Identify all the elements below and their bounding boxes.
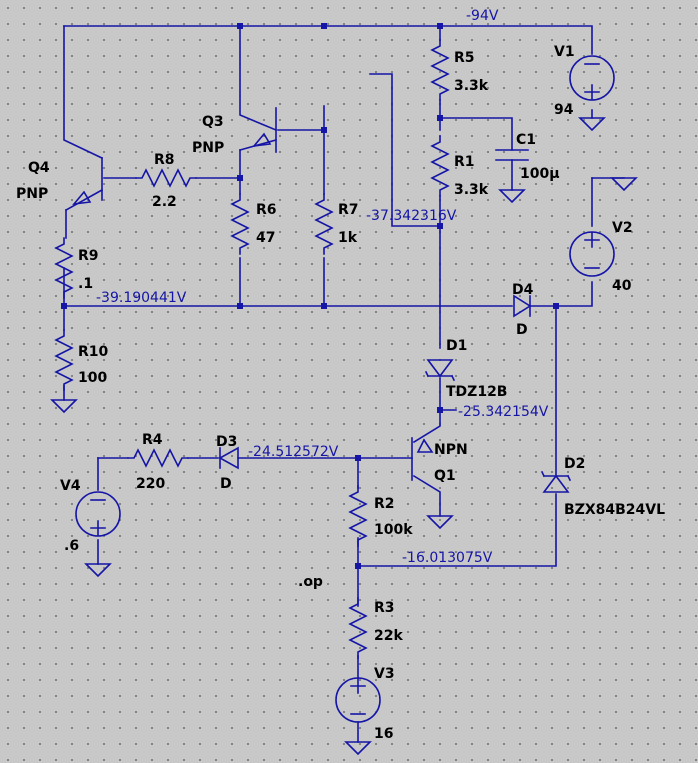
d4-model: D — [516, 322, 528, 338]
voltage-source-icon[interactable] — [569, 231, 615, 277]
r1-value: 3.3k — [454, 182, 489, 198]
pnp-transistor-icon[interactable] — [239, 107, 277, 153]
zener-diode-icon[interactable] — [424, 359, 456, 382]
d2-model: BZX84B24VL — [564, 502, 665, 518]
node-voltage-labels: -94V -39.190441V -37.342316V -25.342154V… — [96, 8, 549, 566]
resistor-icon[interactable] — [231, 193, 249, 255]
emitter-node-voltage: -39.190441V — [96, 290, 187, 306]
r7-value: 1k — [338, 230, 358, 246]
top-rail-voltage: -94V — [466, 8, 499, 24]
ground-icon — [85, 563, 111, 577]
resistor-icon[interactable] — [135, 169, 197, 187]
v3-ref: V3 — [374, 666, 395, 682]
ground-icon — [345, 741, 371, 755]
q4-model: PNP — [16, 186, 48, 202]
resistor-icon[interactable] — [55, 329, 73, 391]
r6-ref: R6 — [256, 202, 277, 218]
voltage-source-icon[interactable] — [75, 491, 121, 537]
capacitor-icon[interactable] — [495, 149, 529, 161]
ground-icon — [51, 399, 77, 413]
q3-model: PNP — [192, 140, 224, 156]
d1-ref: D1 — [446, 338, 467, 354]
d4-ref: D4 — [512, 282, 534, 298]
d3-ref: D3 — [216, 434, 237, 450]
r8-value: 2.2 — [152, 194, 177, 210]
v2-ref: V2 — [612, 220, 633, 236]
r3-ref: R3 — [374, 600, 395, 616]
diode-icon[interactable] — [218, 446, 239, 470]
resistor-icon[interactable] — [349, 597, 367, 659]
r2-ref: R2 — [374, 496, 395, 512]
q4-ref: Q4 — [28, 160, 50, 176]
resistor-icon[interactable] — [431, 39, 449, 101]
q3-ref: Q3 — [202, 114, 224, 130]
v4-value: .6 — [64, 538, 79, 554]
r1-bottom-voltage: -37.342316V — [366, 208, 457, 224]
ground-icon — [611, 177, 637, 191]
resistor-icon[interactable] — [127, 449, 189, 467]
pnp-transistor-icon[interactable] — [64, 157, 104, 239]
q1-ref: Q1 — [434, 468, 456, 484]
r2-bottom-voltage: -16.013075V — [402, 550, 493, 566]
q1-base-voltage: -24.512572V — [248, 444, 339, 460]
diode-icon[interactable] — [513, 294, 532, 318]
v4-ref: V4 — [60, 478, 81, 494]
c1-value: 100µ — [520, 166, 560, 182]
junction-dots — [61, 23, 559, 569]
d1-model: TDZ12B — [446, 384, 507, 400]
r9-value: .1 — [78, 276, 93, 292]
resistor-icon[interactable] — [349, 485, 367, 547]
r1-ref: R1 — [454, 154, 475, 170]
r7-ref: R7 — [338, 202, 359, 218]
v3-value: 16 — [374, 726, 393, 742]
r2-value: 100k — [374, 522, 413, 538]
r6-value: 47 — [256, 230, 275, 246]
voltage-source-icon[interactable] — [335, 677, 381, 723]
resistor-icon[interactable] — [315, 193, 333, 255]
ground-icon — [499, 189, 525, 203]
op-directive: .op — [298, 574, 323, 590]
q1-collector-voltage: -25.342154V — [458, 404, 549, 420]
d3-model: D — [220, 476, 232, 492]
c1-ref: C1 — [516, 132, 536, 148]
npn-transistor-icon[interactable] — [411, 437, 434, 481]
resistor-icon[interactable] — [431, 135, 449, 197]
voltage-source-icon[interactable] — [569, 55, 615, 101]
q1-model: NPN — [434, 442, 468, 458]
ground-icon — [427, 515, 453, 529]
r4-ref: R4 — [142, 432, 163, 448]
r10-value: 100 — [78, 370, 107, 386]
r10-ref: R10 — [78, 344, 109, 360]
r4-value: 220 — [136, 476, 165, 492]
d2-ref: D2 — [564, 456, 585, 472]
r5-value: 3.3k — [454, 78, 489, 94]
r9-ref: R9 — [78, 248, 99, 264]
v1-value: 94 — [554, 102, 574, 118]
r8-ref: R8 — [154, 152, 175, 168]
v1-ref: V1 — [554, 44, 575, 60]
ground-icon — [579, 117, 605, 131]
v2-value: 40 — [612, 278, 632, 294]
r5-ref: R5 — [454, 50, 475, 66]
component-labels: Q4 PNP Q3 PNP NPN Q1 R5 3.3k R1 3.3k R8 … — [16, 44, 665, 742]
wires — [63, 25, 625, 743]
zener-diode-icon[interactable] — [540, 470, 572, 493]
r3-value: 22k — [374, 628, 403, 644]
